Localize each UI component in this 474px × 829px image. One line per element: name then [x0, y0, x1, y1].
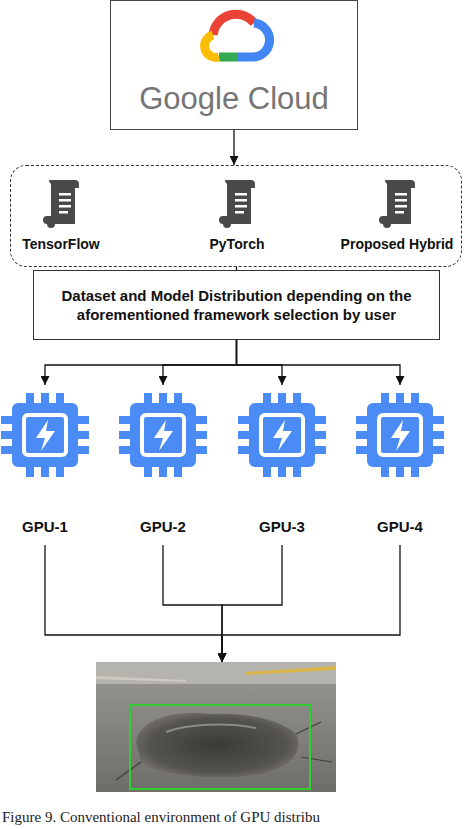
- connector-arrow: [233, 130, 234, 165]
- script-icon: [11, 174, 111, 234]
- node-label: Proposed Hybrid: [332, 236, 462, 252]
- cloud-provider-box: Google Cloud: [110, 0, 358, 130]
- framework-icon: TensorFlow: [11, 174, 111, 262]
- pothole-photo: [96, 662, 336, 792]
- node-label: GPU-3: [237, 518, 327, 535]
- node-label: GPU-2: [118, 518, 208, 535]
- node-label: Dataset and Model Distribution depending…: [60, 286, 413, 324]
- gpu-chip: GPU-2: [118, 385, 208, 545]
- node-label: PyTorch: [187, 236, 287, 252]
- gpu-chip: GPU-4: [355, 385, 445, 545]
- connector-arrow: [45, 545, 222, 662]
- connector-arrow: [237, 340, 401, 385]
- gpu-chip: GPU-1: [0, 385, 90, 545]
- connector-arrow: [222, 545, 400, 662]
- chip-icon: [355, 385, 445, 485]
- node-label: TensorFlow: [11, 236, 111, 252]
- connector-arrow: [163, 340, 237, 385]
- connector-arrow: [45, 340, 237, 385]
- chip-icon: [0, 385, 90, 485]
- connector-arrow: [237, 340, 283, 385]
- chip-icon: [118, 385, 208, 485]
- framework-icon: PyTorch: [187, 174, 287, 262]
- framework-group: TensorFlow PyTorch Proposed Hybrid: [10, 165, 462, 267]
- connector-arrow: [222, 545, 282, 662]
- figure-caption: Figure 9. Conventional environment of GP…: [2, 809, 320, 826]
- framework-icon: Proposed Hybrid: [332, 174, 462, 262]
- script-icon: [332, 174, 462, 234]
- connector-arrow: [163, 545, 222, 662]
- pothole-image: [96, 662, 336, 792]
- connector-line: [236, 267, 237, 270]
- node-label: Google Cloud: [111, 81, 357, 117]
- chip-icon: [237, 385, 327, 485]
- script-icon: [187, 174, 287, 234]
- node-label: GPU-1: [0, 518, 90, 535]
- node-label: GPU-4: [355, 518, 445, 535]
- gpu-chip: GPU-3: [237, 385, 327, 545]
- process-box: Dataset and Model Distribution depending…: [33, 270, 440, 340]
